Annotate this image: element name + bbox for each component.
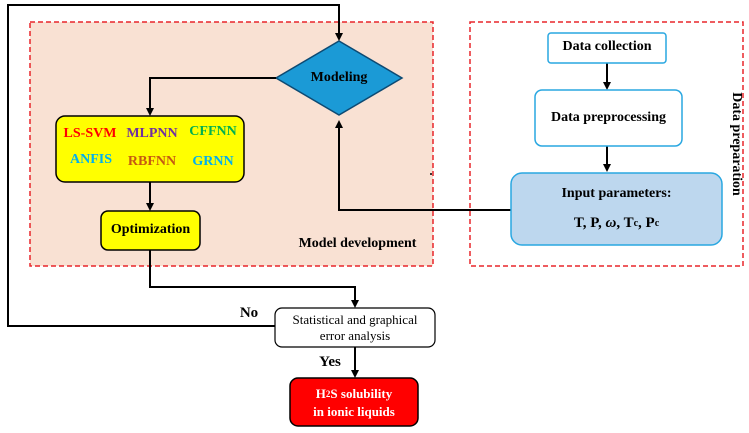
input-parameters-title: Input parameters: — [561, 186, 672, 201]
stray-dot — [430, 173, 432, 175]
models-box — [55, 115, 245, 183]
model-cffnn: CFFNN — [189, 124, 237, 139]
optimization-to-analysis-arrow — [149, 250, 359, 308]
optimization-box — [100, 210, 201, 251]
model-grnn: GRNN — [192, 154, 234, 169]
data-collection-label: Data collection — [562, 39, 652, 54]
optimization-label: Optimization — [110, 222, 191, 237]
input-parameters-box — [510, 172, 723, 246]
model-rbfnn: RBFNN — [127, 154, 177, 169]
modeling-label: Modeling — [310, 70, 368, 85]
data-collection-box — [547, 32, 667, 64]
model-mlpnn: MLPNN — [126, 126, 178, 141]
data-preprocessing-box — [534, 89, 683, 147]
error-analysis-box — [274, 307, 436, 348]
no-feedback-arrow — [7, 4, 343, 327]
error-analysis-line1: Statistical and graphical — [292, 311, 418, 327]
input-to-modeling-arrow — [335, 120, 511, 211]
error-analysis-line2: error analysis — [319, 327, 391, 343]
model-development-label: Model development — [298, 236, 417, 251]
data-preprocessing-label: Data preprocessing — [551, 110, 666, 125]
modeling-diamond — [274, 40, 404, 116]
output-line2: in ionic liquids — [313, 404, 395, 419]
yes-label: Yes — [319, 353, 341, 370]
no-label: No — [239, 304, 259, 321]
model-ls-svm: LS-SVM — [63, 126, 117, 141]
modeling-to-models-arrow — [146, 77, 276, 116]
output-box — [289, 377, 419, 427]
model-anfis: ANFIS — [69, 152, 112, 167]
output-line1-text: solubility — [340, 386, 393, 401]
data-preparation-label: Data preparation — [729, 92, 744, 196]
